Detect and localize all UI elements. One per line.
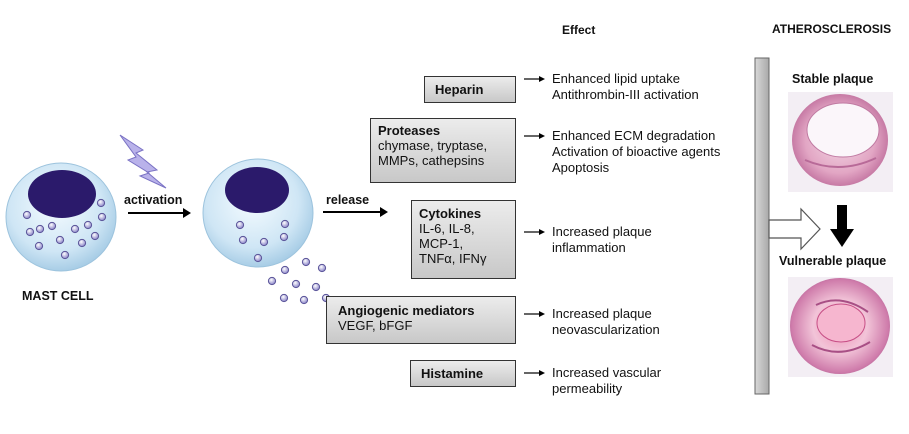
cytokines-line: MCP-1, [419,236,464,251]
cytokines-title: Cytokines [419,206,482,221]
effect-line: Antithrombin-III activation [552,87,699,102]
effect-line: neovascularization [552,322,660,337]
histamine-box: Histamine [410,360,516,387]
effect-line: Enhanced ECM degradation [552,128,716,143]
angiogenic-effects: Increased plaque neovascularization [552,306,660,338]
cytokines-line: IL-6, IL-8, [419,221,475,236]
resting-mast-cell [5,162,117,272]
hollow-arrow [768,207,821,251]
mast-cell-label: MAST CELL [22,289,94,303]
cytokines-effects: Increased plaque inflammation [552,224,652,256]
angiogenic-title: Angiogenic mediators [338,303,475,318]
heparin-title: Heparin [435,82,484,97]
heparin-effects: Enhanced lipid uptake Antithrombin-III a… [552,71,699,103]
effect-line: inflammation [552,240,626,255]
athero-bar [754,57,770,395]
effect-line: Increased vascular [552,365,662,380]
lightning-icon [119,134,167,189]
effect-line: Apoptosis [552,160,610,175]
proteases-title: Proteases [378,123,441,138]
heparin-box: Heparin [424,76,516,103]
histamine-effects: Increased vascular permeability [552,365,661,397]
activation-label: activation [124,193,183,207]
cytokines-line: TNFα, IFNγ [419,251,487,266]
effect-line: permeability [552,381,623,396]
histamine-title: Histamine [421,366,484,381]
effect-line: Activation of bioactive agents [552,144,721,159]
proteases-effects: Enhanced ECM degradation Activation of b… [552,128,720,176]
cytokines-box: Cytokines IL-6, IL-8, MCP-1, TNFα, IFNγ [411,200,516,279]
effect-line: Increased plaque [552,224,652,239]
stable-plaque-label: Stable plaque [792,72,874,86]
angiogenic-line: VEGF, bFGF [338,318,413,333]
vulnerable-plaque-label: Vulnerable plaque [779,254,887,268]
effect-line: Increased plaque [552,306,652,321]
angiogenic-box: Angiogenic mediators VEGF, bFGF [326,296,516,344]
activated-mast-cell [202,158,331,305]
effect-header: Effect [562,23,596,37]
stable-plaque-image [788,92,893,192]
effect-line: Enhanced lipid uptake [552,71,680,86]
vulnerable-plaque-image [788,277,893,377]
proteases-box: Proteases chymase, tryptase, MMPs, cathe… [370,118,516,183]
release-label: release [326,193,370,207]
proteases-line: chymase, tryptase, [378,138,488,153]
proteases-line: MMPs, cathepsins [378,153,485,168]
atherosclerosis-header: ATHEROSCLEROSIS [772,22,892,36]
